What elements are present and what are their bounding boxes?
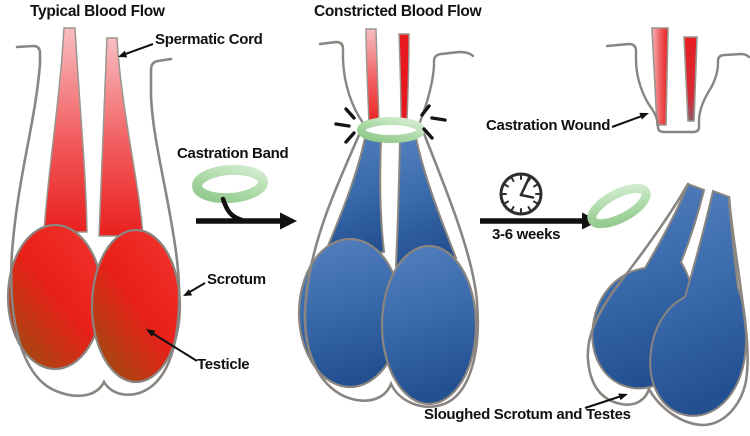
congested-cone-right bbox=[394, 136, 458, 268]
label-sloughed-scrotum-and-testes: Sloughed Scrotum and Testes bbox=[424, 406, 631, 423]
scrotum-arrow bbox=[183, 282, 206, 296]
wound-cord-left bbox=[651, 27, 669, 126]
spermatic-cord-arrow bbox=[118, 43, 154, 58]
sloughed-scrotum-graphic bbox=[586, 182, 749, 427]
transition-arrow-1 bbox=[196, 196, 297, 230]
label-testicle: Testicle bbox=[197, 356, 250, 373]
castration-wound-graphic bbox=[605, 27, 750, 134]
castration-band-icon bbox=[192, 164, 268, 204]
wound-outline bbox=[605, 42, 750, 134]
scrotum-outline bbox=[9, 44, 181, 398]
removed-band-icon bbox=[587, 183, 651, 229]
wing-outline-left bbox=[318, 40, 365, 125]
constricted-scrotum-graphic bbox=[297, 28, 480, 408]
testicle-arrow bbox=[146, 329, 198, 362]
label-spermatic-cord: Spermatic Cord bbox=[155, 31, 263, 48]
constricted-scrotum-outline bbox=[303, 124, 480, 408]
constriction-pinch-marks bbox=[334, 104, 447, 144]
label-pointer-arrows bbox=[118, 43, 649, 409]
spermatic-cord-right-shape bbox=[98, 37, 144, 237]
sloughed-arrow bbox=[584, 393, 628, 409]
constricted-cord-left bbox=[365, 28, 380, 127]
wing-outline-right bbox=[418, 50, 475, 124]
label-scrotum: Scrotum bbox=[207, 271, 266, 288]
label-castration-wound: Castration Wound bbox=[486, 117, 611, 134]
arrowhead bbox=[280, 212, 297, 230]
label-castration-band: Castration Band bbox=[177, 145, 289, 162]
clock-icon bbox=[499, 172, 543, 216]
castration-wound-arrow bbox=[611, 112, 649, 128]
sloughed-scrotum-outline bbox=[586, 182, 749, 427]
sloughed-testis-right bbox=[649, 189, 748, 417]
title-constricted-blood-flow: Constricted Blood Flow bbox=[314, 3, 482, 20]
testicle-right-shape bbox=[90, 228, 182, 384]
title-typical-blood-flow: Typical Blood Flow bbox=[30, 3, 165, 20]
spermatic-cord-left-shape bbox=[43, 27, 88, 233]
applied-band-shape bbox=[357, 117, 425, 143]
constricted-cord-right bbox=[398, 33, 410, 123]
label-duration: 3-6 weeks bbox=[492, 226, 561, 243]
congested-testicle-right bbox=[380, 244, 478, 406]
wound-cord-right bbox=[683, 36, 698, 122]
typical-scrotum-graphic bbox=[6, 27, 182, 398]
